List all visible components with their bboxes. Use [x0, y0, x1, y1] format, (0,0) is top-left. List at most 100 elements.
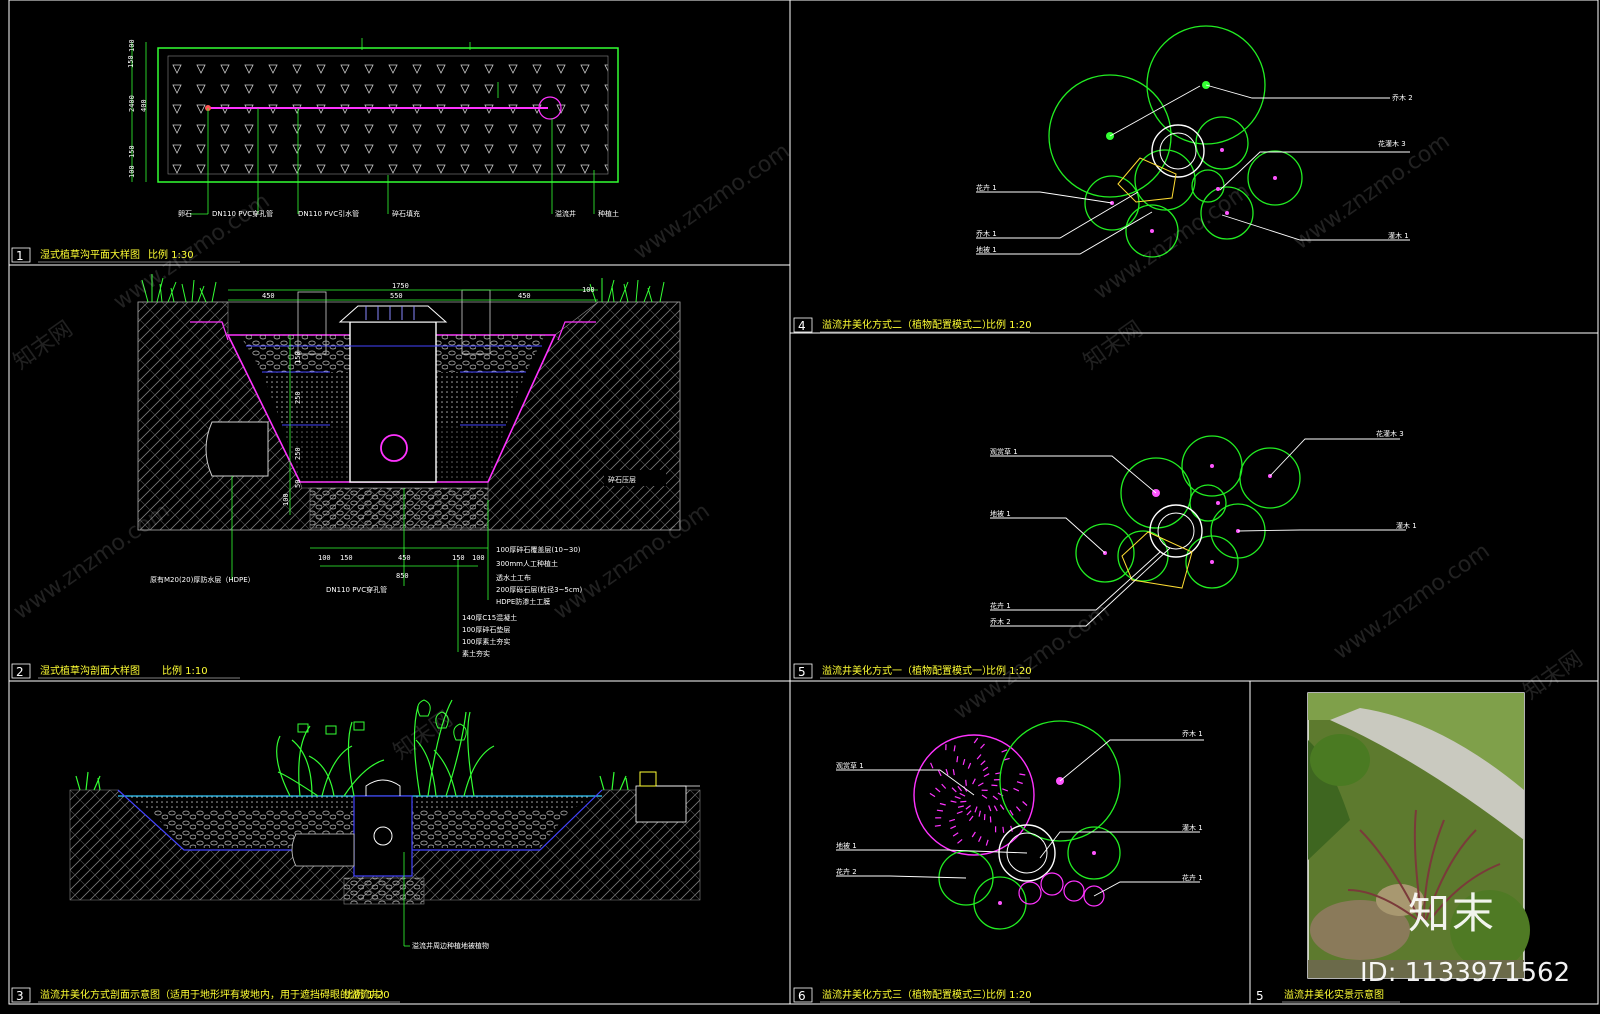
layer-note-5: HDPE防渗土工膜: [496, 597, 550, 606]
p5-label-3: 灌木 1: [1396, 521, 1417, 530]
svg-text:5: 5: [1256, 989, 1264, 1003]
section-dim-150-b: 150: [452, 554, 465, 562]
svg-text:湿式植草沟剖面大样图: 湿式植草沟剖面大样图: [40, 664, 140, 677]
svg-text:5: 5: [798, 665, 806, 679]
p5-label-6: 乔木 2: [990, 617, 1011, 626]
svg-text:知末网: 知末网: [1519, 647, 1587, 705]
svg-text:4: 4: [798, 319, 806, 333]
svg-text:www.znzmo.com: www.znzmo.com: [949, 599, 1114, 725]
base-note-2: 100厚碎石垫层: [462, 625, 510, 634]
section-dim-side-100: 100: [282, 493, 290, 506]
plan-callout-perforated: DN110 PVC穿孔管: [212, 209, 273, 218]
panel-5-title: 5 溢流井美化方式一（植物配置模式一） 比例 1:20: [793, 663, 1032, 679]
section-dim-side-150: 150: [294, 351, 302, 364]
svg-text:溢流井美化方式二（植物配置模式二）: 溢流井美化方式二（植物配置模式二）: [822, 318, 992, 331]
p6-label-2: 乔木 1: [1182, 729, 1203, 738]
p6-label-6: 花卉 1: [1182, 873, 1203, 882]
svg-text:www.znzmo.com: www.znzmo.com: [1289, 129, 1454, 255]
plan-callout-pebble: 卵石: [178, 209, 192, 218]
panel-6-title: 6 溢流井美化方式三（植物配置模式三） 比例 1:20: [793, 987, 1032, 1003]
grass-tufts: [141, 274, 665, 303]
svg-text:比例 1:20: 比例 1:20: [986, 664, 1032, 677]
section-left-note: 原有M20(20)厚防水层（HDPE）: [150, 575, 255, 584]
plant-layout-6: 观赏草 1 乔木 1 灌木 1 地被 1 花卉 2 花卉 1: [836, 720, 1204, 930]
base-note-4: 素土夯实: [462, 649, 490, 658]
section-pipe-opening: [380, 434, 408, 462]
svg-text:比例 1:20: 比例 1:20: [986, 988, 1032, 1001]
p4-label-4: 花卉 1: [976, 183, 997, 192]
section-dim-100-b: 100: [472, 554, 485, 562]
section3-well: [353, 795, 413, 877]
section-right-note: 碎石压层: [608, 475, 636, 484]
section-dim-side-250-b: 250: [294, 447, 302, 460]
section-pipe-label: DN110 PVC穿孔管: [326, 585, 387, 594]
section-dim-100-a: 100: [318, 554, 331, 562]
p5-label-2: 花灌木 3: [1376, 429, 1404, 438]
ornamental-grass-circle: [913, 734, 1035, 856]
svg-text:溢流井美化方式一（植物配置模式一）: 溢流井美化方式一（植物配置模式一）: [822, 664, 992, 677]
svg-text:湿式植草沟平面大样图: 湿式植草沟平面大样图: [40, 248, 140, 261]
plan-dim-100-bottom: 100: [128, 165, 136, 178]
p6-label-5: 花卉 2: [836, 867, 857, 876]
plan-dim-400: 400: [140, 99, 148, 112]
svg-text:www.znzmo.com: www.znzmo.com: [1329, 539, 1494, 665]
p4-label-6: 地被 1: [976, 245, 997, 254]
svg-text:比例 1:20: 比例 1:20: [986, 318, 1032, 331]
p6-label-4: 地被 1: [836, 841, 857, 850]
section-dim-side-50: 50: [294, 480, 302, 488]
p4-label-3: 灌木 1: [1388, 231, 1409, 240]
section-drawing: 1750 450 550 450 100 100 150 450 150 100…: [137, 274, 681, 658]
overflow-well-body: [349, 321, 437, 483]
reference-photo: [1307, 692, 1530, 979]
section3-plants: [75, 699, 629, 797]
layer-note-1: 100厚碎石覆盖层(10~30): [496, 545, 581, 554]
svg-text:比例 1:10: 比例 1:10: [162, 664, 208, 677]
plant-layout-5: 观赏草 1 花灌木 3 灌木 1 地被 1 花卉 1 乔木 2: [990, 429, 1417, 627]
panel-frames: [8, 0, 1599, 1005]
svg-text:知末网: 知末网: [9, 317, 77, 375]
layer-note-4: 200厚砾石层(粒径3~5cm): [496, 585, 583, 594]
image-id-watermark: ID: 1133971562: [1360, 958, 1571, 988]
plan-drawing: 150 2400 400 150 100 100 卵石 DN110 PVC穿孔管…: [127, 38, 619, 218]
section-dim-450-b: 450: [398, 554, 411, 562]
plan-dim-150-bottom: 150: [128, 145, 136, 158]
p5-label-5: 花卉 1: [990, 601, 1011, 610]
panel-2-title: 2 湿式植草沟剖面大样图 比例 1:10: [11, 663, 240, 679]
base-note-1: 140厚C15混凝土: [462, 613, 517, 622]
section-dim-450-right: 450: [518, 292, 531, 300]
svg-text:溢流井美化实景示意图: 溢流井美化实景示意图: [1284, 988, 1384, 1001]
panel-7-title: 5 溢流井美化实景示意图: [1256, 988, 1400, 1003]
p5-label-1: 观赏草 1: [990, 447, 1018, 456]
panel-1-title: 1 湿式植草沟平面大样图 比例 1:30: [11, 247, 240, 263]
section-dim-150-a: 150: [340, 554, 353, 562]
layer-note-2: 300mm人工种植土: [496, 559, 558, 568]
svg-text:www.znzmo.com: www.znzmo.com: [629, 139, 794, 265]
svg-text:2: 2: [16, 665, 24, 679]
panel-4-title: 4 溢流井美化方式二（植物配置模式二） 比例 1:20: [793, 317, 1032, 333]
section-dim-450-left: 450: [262, 292, 275, 300]
plant-layout-4: 乔木 2 花灌木 3 灌木 1 花卉 1 乔木 1 地被 1: [976, 25, 1413, 258]
svg-text:溢流井美化方式剖面示意图（适用于地形坪有坡地内，用于遮挡碍眼: 溢流井美化方式剖面示意图（适用于地形坪有坡地内，用于遮挡碍眼的溢流井）: [40, 988, 390, 1001]
section-dim-550: 550: [390, 292, 403, 300]
p5-label-4: 地被 1: [990, 509, 1011, 518]
plan-dim-100-top: 100: [128, 39, 136, 52]
svg-text:知末网: 知末网: [1079, 317, 1147, 375]
section3-note: 溢流井周边种植地被植物: [412, 941, 489, 950]
plan-callout-soil: 种植土: [598, 209, 619, 218]
plan-callout-drain: DN110 PVC引水管: [298, 209, 359, 218]
svg-text:www.znzmo.com: www.znzmo.com: [9, 499, 174, 625]
p4-label-1: 乔木 2: [1392, 93, 1413, 102]
svg-text:1: 1: [16, 249, 24, 263]
p4-label-2: 花灌木 3: [1378, 139, 1406, 148]
plan-callout-gravel: 碎石填充: [392, 209, 420, 218]
base-note-3: 100厚素土夯实: [462, 637, 510, 646]
p6-label-1: 观赏草 1: [836, 761, 864, 770]
section-dim-100-top: 100: [582, 286, 595, 294]
plan-callout-well: 溢流井: [555, 209, 576, 218]
p4-label-5: 乔木 1: [976, 229, 997, 238]
section3-drawing: 溢流井周边种植地被植物: [69, 699, 701, 950]
brand-watermark: 知末: [1408, 889, 1497, 938]
section-dim-side-250-a: 250: [294, 391, 302, 404]
plan-dim-150-top: 150: [127, 55, 135, 68]
svg-text:比例 1:30: 比例 1:30: [148, 248, 194, 261]
